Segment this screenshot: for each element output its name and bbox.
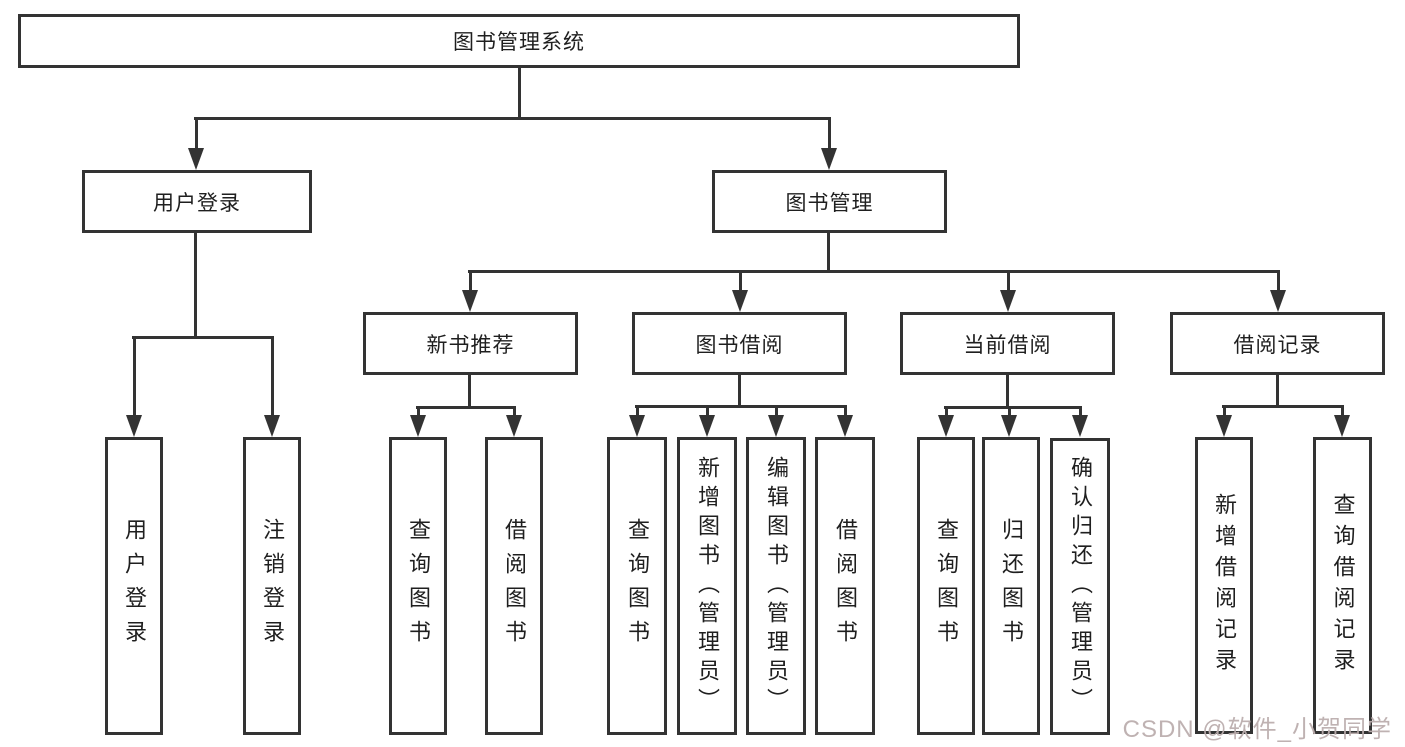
connector-line	[468, 270, 1280, 273]
arrow-down-icon	[126, 336, 142, 437]
connector-line	[416, 406, 516, 409]
leaf-logout: 注销登录	[243, 437, 301, 735]
node-current-borrowing: 当前借阅	[900, 312, 1115, 375]
arrow-down-icon	[768, 405, 784, 437]
arrow-down-icon	[462, 270, 478, 312]
arrow-down-icon	[1216, 405, 1232, 437]
connector-line	[1006, 375, 1009, 407]
leaf-user-login: 用户登录	[105, 437, 163, 735]
arrow-down-icon	[938, 406, 954, 437]
connector-line	[738, 375, 741, 406]
leaf-borrow-books-borrowing: 借阅图书	[815, 437, 875, 735]
connector-line	[194, 117, 831, 120]
arrow-down-icon	[506, 406, 522, 437]
connector-line	[518, 68, 521, 118]
node-book-borrowing: 图书借阅	[632, 312, 847, 375]
leaf-add-borrow-record: 新增借阅记录	[1195, 437, 1253, 734]
arrow-down-icon	[837, 405, 853, 437]
connector-line	[468, 375, 471, 407]
leaf-add-book-admin: 新增图书（管理员）	[677, 437, 737, 735]
arrow-down-icon	[1270, 270, 1286, 312]
arrow-down-icon	[410, 406, 426, 437]
arrow-down-icon	[629, 405, 645, 437]
node-borrowing-records: 借阅记录	[1170, 312, 1385, 375]
arrow-down-icon	[1000, 270, 1016, 312]
leaf-borrow-books-recommend: 借阅图书	[485, 437, 543, 735]
connector-line	[944, 406, 1082, 409]
arrow-down-icon	[1072, 406, 1088, 437]
node-book-management: 图书管理	[712, 170, 947, 233]
arrow-down-icon	[264, 336, 280, 437]
connector-line	[635, 405, 847, 408]
leaf-query-books-borrowing: 查询图书	[607, 437, 667, 735]
arrow-down-icon	[732, 270, 748, 312]
connector-line	[1276, 375, 1279, 406]
watermark: CSDN @软件_小贺同学	[1122, 716, 1392, 743]
connector-line	[132, 336, 274, 339]
leaf-return-books: 归还图书	[982, 437, 1040, 735]
arrow-down-icon	[1001, 406, 1017, 437]
node-user-login: 用户登录	[82, 170, 312, 233]
leaf-query-borrow-record: 查询借阅记录	[1313, 437, 1372, 734]
arrow-down-icon	[1334, 405, 1350, 437]
arrow-down-icon	[699, 405, 715, 437]
leaf-edit-book-admin: 编辑图书（管理员）	[746, 437, 806, 735]
arrow-down-icon	[188, 117, 204, 170]
leaf-query-books-recommend: 查询图书	[389, 437, 447, 735]
arrow-down-icon	[821, 117, 837, 170]
connector-line	[1222, 405, 1344, 408]
node-new-book-recommend: 新书推荐	[363, 312, 578, 375]
connector-line	[194, 233, 197, 337]
leaf-confirm-return-admin: 确认归还（管理员）	[1050, 438, 1110, 735]
connector-line	[827, 233, 830, 271]
node-library-management-system: 图书管理系统	[18, 14, 1020, 68]
leaf-query-books-current: 查询图书	[917, 437, 975, 735]
